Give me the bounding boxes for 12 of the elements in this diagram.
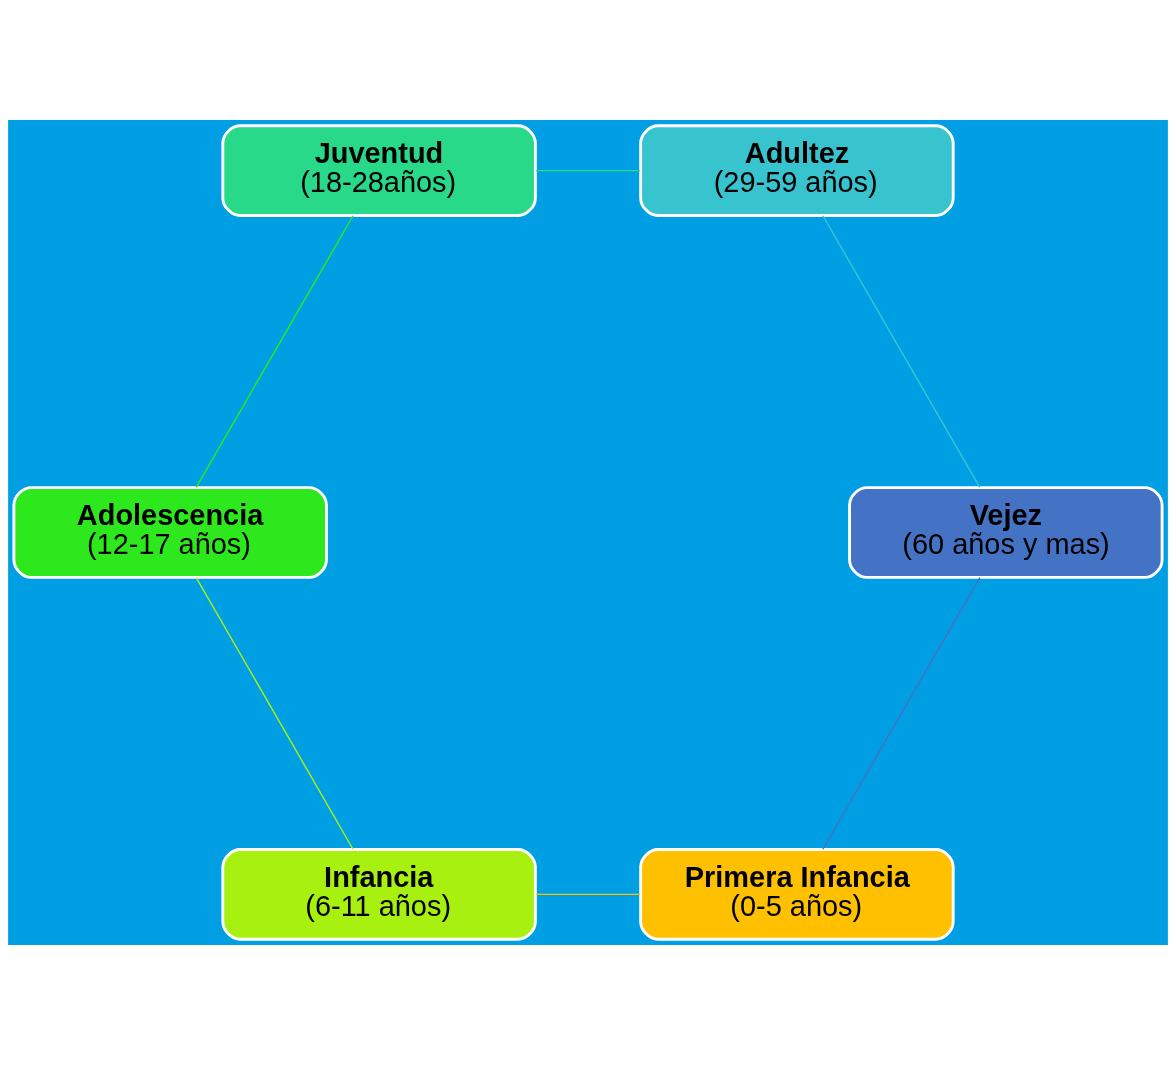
- connector: [822, 576, 981, 850]
- connector: [195, 576, 354, 850]
- node-box: Vejez (60 años y mas): [848, 486, 1164, 579]
- node-box: Juventud (18-28años): [221, 124, 537, 217]
- node-box: Primera Infancia (0-5 años): [639, 848, 955, 941]
- node-box: Adolescencia (12-17 años): [12, 486, 328, 579]
- node-box: Adultez (29-59 años): [639, 124, 955, 217]
- node-box: Infancia (6-11 años): [221, 848, 537, 941]
- connector: [535, 893, 641, 896]
- connector: [535, 169, 641, 172]
- connector: [195, 215, 354, 489]
- connector: [822, 215, 981, 489]
